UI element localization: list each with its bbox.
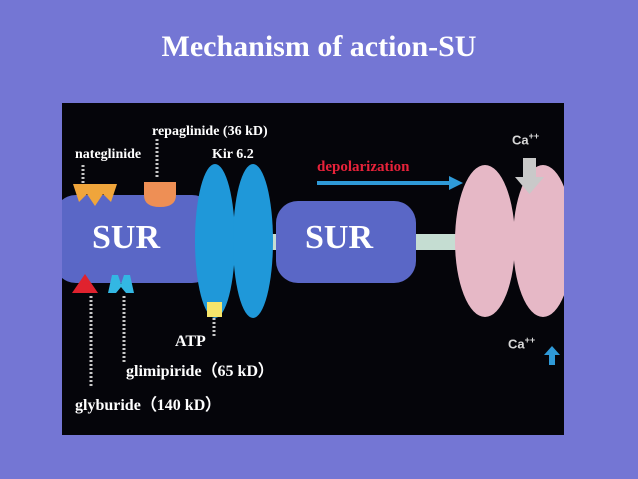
- ca-rise-arrow-icon: [544, 346, 560, 365]
- kir-subunit-2: [233, 164, 273, 318]
- depolarization-label: depolarization: [317, 159, 410, 175]
- ca-top-charge: ++: [528, 131, 540, 141]
- glimepiride-label: glimipiride（65 kD）: [126, 363, 275, 380]
- ca-influx-arrow-icon: [515, 158, 544, 194]
- slide-title: Mechanism of action-SU: [161, 30, 477, 63]
- sur-left-label: SUR: [92, 219, 161, 256]
- sur-right-label: SUR: [305, 219, 374, 256]
- glyburide-label: glyburide（140 kD）: [75, 397, 222, 414]
- atp-site: [207, 302, 222, 317]
- ca-bottom-label: Ca++: [508, 335, 535, 351]
- ca-top-symbol: Ca: [512, 132, 529, 148]
- calcium-channel-left: [455, 165, 515, 317]
- kir-label: Kir 6.2: [212, 147, 254, 162]
- kir-subunit-1: [195, 164, 235, 318]
- calcium-channel-right: [513, 165, 564, 317]
- glyburide-site: [72, 274, 98, 293]
- sur-left-body: [62, 195, 214, 283]
- atp-label: ATP: [175, 333, 206, 350]
- katp-channel-diagram: [62, 139, 564, 386]
- repaglinide-label: repaglinide (36 kD): [152, 124, 268, 139]
- ca-top-label: Ca++: [512, 131, 539, 147]
- glimepiride-site: [108, 275, 134, 293]
- ca-bottom-symbol: Ca: [508, 336, 525, 352]
- repaglinide-site: [144, 182, 176, 207]
- depolarization-arrow-head: [449, 176, 463, 190]
- diagram-panel: repaglinide (36 kD) nateglinide Kir 6.2 …: [62, 103, 564, 435]
- nateglinide-label: nateglinide: [75, 147, 142, 162]
- sur-right-body: [276, 201, 416, 283]
- nateglinide-site: [73, 184, 117, 206]
- ca-bottom-charge: ++: [524, 335, 536, 345]
